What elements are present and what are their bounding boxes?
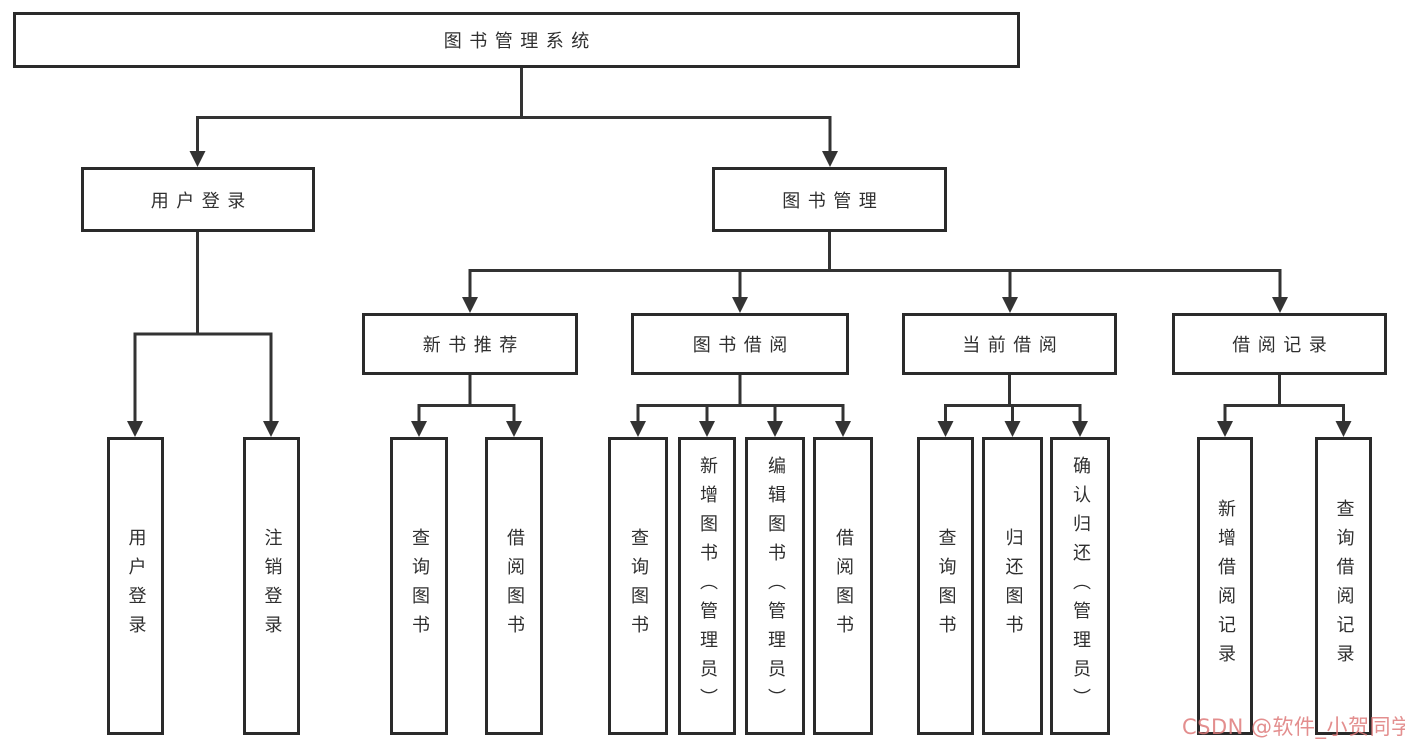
arrowhead [506,421,522,437]
csdn-watermark: CSDN @软件_小贺同学 [1182,715,1405,739]
arrowhead [189,151,206,167]
arrowhead [835,421,851,437]
arrowhead [1335,421,1352,437]
arrowhead [1072,421,1088,437]
arrowhead [1004,421,1021,437]
arrowhead [732,297,748,313]
node-current-borrow: 当前借阅 [902,313,1117,375]
arrowhead [767,421,783,437]
arrowhead [1272,297,1288,313]
connector-root-split [196,68,832,152]
node-book-borrow: 图书借阅 [631,313,849,375]
connector-book-borrow-split [636,375,845,422]
arrowhead [699,421,715,437]
arrowhead [1217,421,1233,437]
leaf-query-borrow-record: 查询借阅记录 [1315,437,1372,735]
leaf-borrow-book: 借阅图书 [813,437,873,735]
arrowhead [462,297,478,313]
node-root-label: 图书管理系统 [443,31,597,52]
leaf-logout: 注销登录 [243,437,300,735]
leaf-add-book-admin: 新增图书（管理员） [678,437,736,735]
leaf-query-borrow-record-label: 查询借阅记录 [1333,499,1355,673]
arrowhead [263,421,279,437]
leaf-add-borrow-record: 新增借阅记录 [1197,437,1253,735]
node-user-login-label: 用户登录 [150,190,253,212]
leaf-confirm-return-admin-label: 确认归还（管理员） [1070,455,1091,717]
leaf-add-book-admin-label: 新增图书（管理员） [697,455,718,717]
node-root: 图书管理系统 [13,12,1020,68]
arrowhead [127,421,143,437]
leaf-recommend-query-book-label: 查询图书 [409,528,430,644]
leaf-logout-label: 注销登录 [261,528,283,644]
node-borrow-records: 借阅记录 [1172,313,1387,375]
leaf-return-book-label: 归还图书 [1002,528,1024,644]
arrowhead [1002,297,1018,313]
connector-user-login-split [133,232,273,422]
leaf-add-borrow-record-label: 新增借阅记录 [1215,499,1236,673]
node-user-login: 用户登录 [81,167,315,232]
leaf-recommend-query-book: 查询图书 [390,437,448,735]
connector-new-book-recommend-split [417,375,516,422]
leaf-edit-book-admin: 编辑图书（管理员） [745,437,805,735]
leaf-current-query-book: 查询图书 [917,437,974,735]
arrowhead [630,421,646,437]
leaf-confirm-return-admin: 确认归还（管理员） [1050,437,1110,735]
leaf-user-login: 用户登录 [107,437,164,735]
leaf-borrow-book-label: 借阅图书 [833,528,854,644]
leaf-borrow-query-book-label: 查询图书 [628,528,649,644]
arrowhead [411,421,427,437]
leaf-recommend-borrow-book-label: 借阅图书 [504,528,525,644]
leaf-current-query-book-label: 查询图书 [935,528,957,644]
node-book-borrow-label: 图书借阅 [692,335,795,356]
arrowhead [937,421,954,437]
arrowhead [822,151,838,167]
connector-book-management-split [468,232,1282,298]
leaf-return-book: 归还图书 [982,437,1043,735]
leaf-edit-book-admin-label: 编辑图书（管理员） [765,455,786,717]
node-book-management: 图书管理 [712,167,947,232]
node-current-borrow-label: 当前借阅 [962,335,1065,356]
node-new-book-recommend: 新书推荐 [362,313,578,375]
node-book-management-label: 图书管理 [782,190,885,212]
leaf-borrow-query-book: 查询图书 [608,437,668,735]
node-borrow-records-label: 借阅记录 [1232,335,1335,356]
connector-current-borrow-split [944,375,1082,422]
leaf-user-login-label: 用户登录 [125,528,147,644]
leaf-recommend-borrow-book: 借阅图书 [485,437,543,735]
connector-borrow-records-split [1223,375,1345,422]
node-new-book-recommend-label: 新书推荐 [422,335,525,356]
